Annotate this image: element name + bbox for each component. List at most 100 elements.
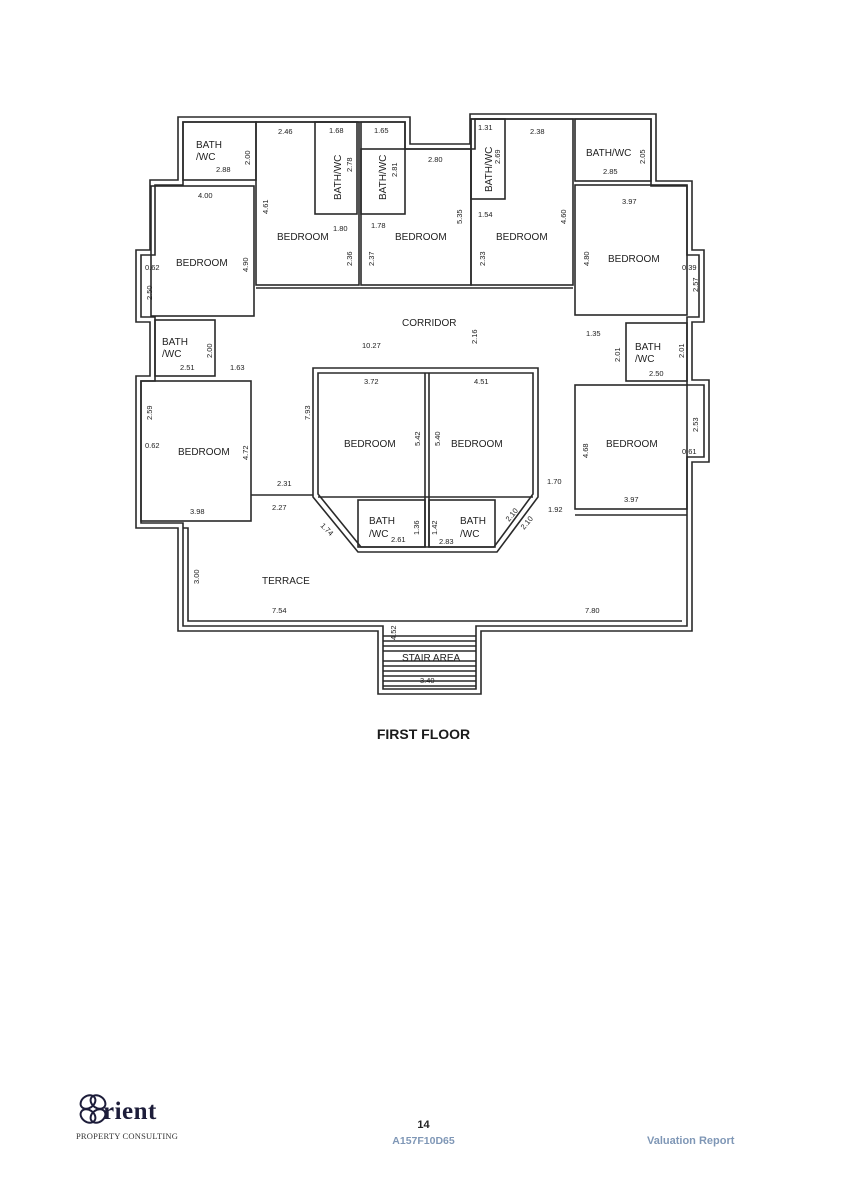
dimension-label: 2.00	[243, 150, 252, 165]
plan-title: FIRST FLOOR	[376, 726, 471, 742]
room-label: BEDROOM	[277, 232, 329, 243]
dimension-label: 4.90	[241, 257, 250, 272]
dimension-label: 2.69	[493, 149, 502, 164]
stair-treads	[383, 635, 476, 687]
dimension-label: 2.10	[519, 514, 535, 531]
room-label: CORRIDOR	[402, 318, 456, 329]
report-label: Valuation Report	[647, 1135, 735, 1147]
dimension-label: 7.80	[585, 606, 600, 615]
dimension-label: 3.97	[624, 495, 639, 504]
dimension-label: 2.16	[470, 329, 479, 344]
dimension-label: 7.93	[303, 405, 312, 420]
dimension-label: 3.97	[622, 197, 637, 206]
dimension-label: 4.51	[474, 377, 489, 386]
room-label: BEDROOM	[178, 447, 230, 458]
dimension-label: 4.61	[261, 199, 270, 214]
dimension-label: 1.78	[371, 221, 386, 230]
dimension-label: 3.00	[192, 569, 201, 584]
dimension-label: 2.81	[390, 162, 399, 177]
floor-plan: BATH /WC BATH/WC BATH/WC BATH/WC BATH/WC…	[135, 113, 710, 695]
dimension-label: 1.74	[319, 521, 336, 538]
dimension-label: 2.50	[145, 285, 154, 300]
room-label: BATH/WC	[484, 147, 495, 192]
page-number: 14	[417, 1119, 430, 1131]
knot-logo-icon	[79, 1094, 107, 1124]
dimension-label: 4.80	[582, 251, 591, 266]
dimension-label: 1.36	[412, 520, 421, 535]
room-label: BEDROOM	[176, 258, 228, 269]
dimension-label: 4.72	[241, 445, 250, 460]
dimension-label: 2.50	[649, 369, 664, 378]
dimension-label: 2.83	[439, 537, 454, 546]
room-label: /WC	[196, 152, 215, 163]
room-label: /WC	[460, 529, 479, 540]
room-label: TERRACE	[262, 576, 310, 587]
upper-rooms	[150, 118, 688, 317]
dimension-label: 2.57	[691, 277, 700, 292]
dimension-label: 0.39	[682, 263, 697, 272]
dimension-label: 0.62	[145, 441, 160, 450]
room-label: BEDROOM	[606, 439, 658, 450]
dimension-label: 2.51	[180, 363, 195, 372]
dimension-label: 1.68	[329, 126, 344, 135]
dimension-label: 1.31	[478, 123, 493, 132]
dimension-label: 1.42	[430, 520, 439, 535]
room-label: BEDROOM	[496, 232, 548, 243]
dimension-label: 2.00	[205, 343, 214, 358]
room-label: BATH/WC	[378, 155, 389, 200]
dimension-label: 7.54	[272, 606, 287, 615]
reference-code: A157F10D65	[392, 1135, 455, 1147]
room-labels: BATH /WC BATH/WC BATH/WC BATH/WC BATH/WC…	[162, 140, 661, 664]
room-label: BEDROOM	[451, 439, 503, 450]
logo-subtitle: PROPERTY CONSULTING	[76, 1131, 179, 1141]
dimension-label: 2.10	[504, 506, 520, 523]
dimension-label: 4.00	[198, 191, 213, 200]
dimension-label: 1.65	[374, 126, 389, 135]
dimension-label: 2.01	[613, 347, 622, 362]
dimension-label: 2.78	[345, 157, 354, 172]
dimension-label: 2.37	[367, 251, 376, 266]
dimension-label: 5.42	[413, 431, 422, 446]
dimension-label: 2.05	[638, 149, 647, 164]
room-label: BATH/WC	[333, 155, 344, 200]
dimension-label: 2.61	[391, 535, 406, 544]
dimension-label: 4.60	[559, 209, 568, 224]
room-label: BATH	[369, 516, 395, 527]
dimension-label: 5.35	[455, 209, 464, 224]
dimension-label: 3.98	[190, 507, 205, 516]
dimension-label: 2.46	[278, 127, 293, 136]
room-label: BATH/WC	[586, 148, 631, 159]
room-label: BEDROOM	[608, 254, 660, 265]
dimension-label: 1.35	[586, 329, 601, 338]
room-label: BATH	[196, 140, 222, 151]
room-label: BEDROOM	[344, 439, 396, 450]
dimension-label: 1.54	[478, 210, 493, 219]
dimension-label: 1.80	[333, 224, 348, 233]
dimension-label: 2.80	[428, 155, 443, 164]
dimension-label: 4.68	[581, 443, 590, 458]
room-label: STAIR AREA	[402, 653, 460, 664]
dimension-label: 2.38	[530, 127, 545, 136]
room-label: BATH	[162, 337, 188, 348]
dimension-label: 1.92	[548, 505, 563, 514]
dimension-label: 2.59	[145, 405, 154, 420]
dimension-label: 1.70	[547, 477, 562, 486]
dimension-label: 10.27	[362, 341, 381, 350]
dimension-label: 3.40	[420, 676, 435, 685]
dimension-label: 2.53	[691, 417, 700, 432]
dimension-label: 2.33	[478, 251, 487, 266]
dimension-label: 2.27	[272, 503, 287, 512]
room-label: BATH	[460, 516, 486, 527]
dimension-label: 5.40	[433, 431, 442, 446]
company-logo: rient PROPERTY CONSULTING	[76, 1090, 216, 1146]
dimension-label: 2.85	[603, 167, 618, 176]
dimension-label: 2.31	[277, 479, 292, 488]
logo-word: rient	[103, 1098, 157, 1125]
dimension-label: 2.88	[216, 165, 231, 174]
dimension-label: 2.01	[677, 343, 686, 358]
dimension-labels: 2.00 2.88 2.46 1.68 2.78 1.65 2.81 2.80 …	[145, 123, 700, 685]
room-label: /WC	[162, 349, 181, 360]
dimension-label: 0.62	[145, 263, 160, 272]
room-label: /WC	[369, 529, 388, 540]
dimension-label: 1.63	[230, 363, 245, 372]
